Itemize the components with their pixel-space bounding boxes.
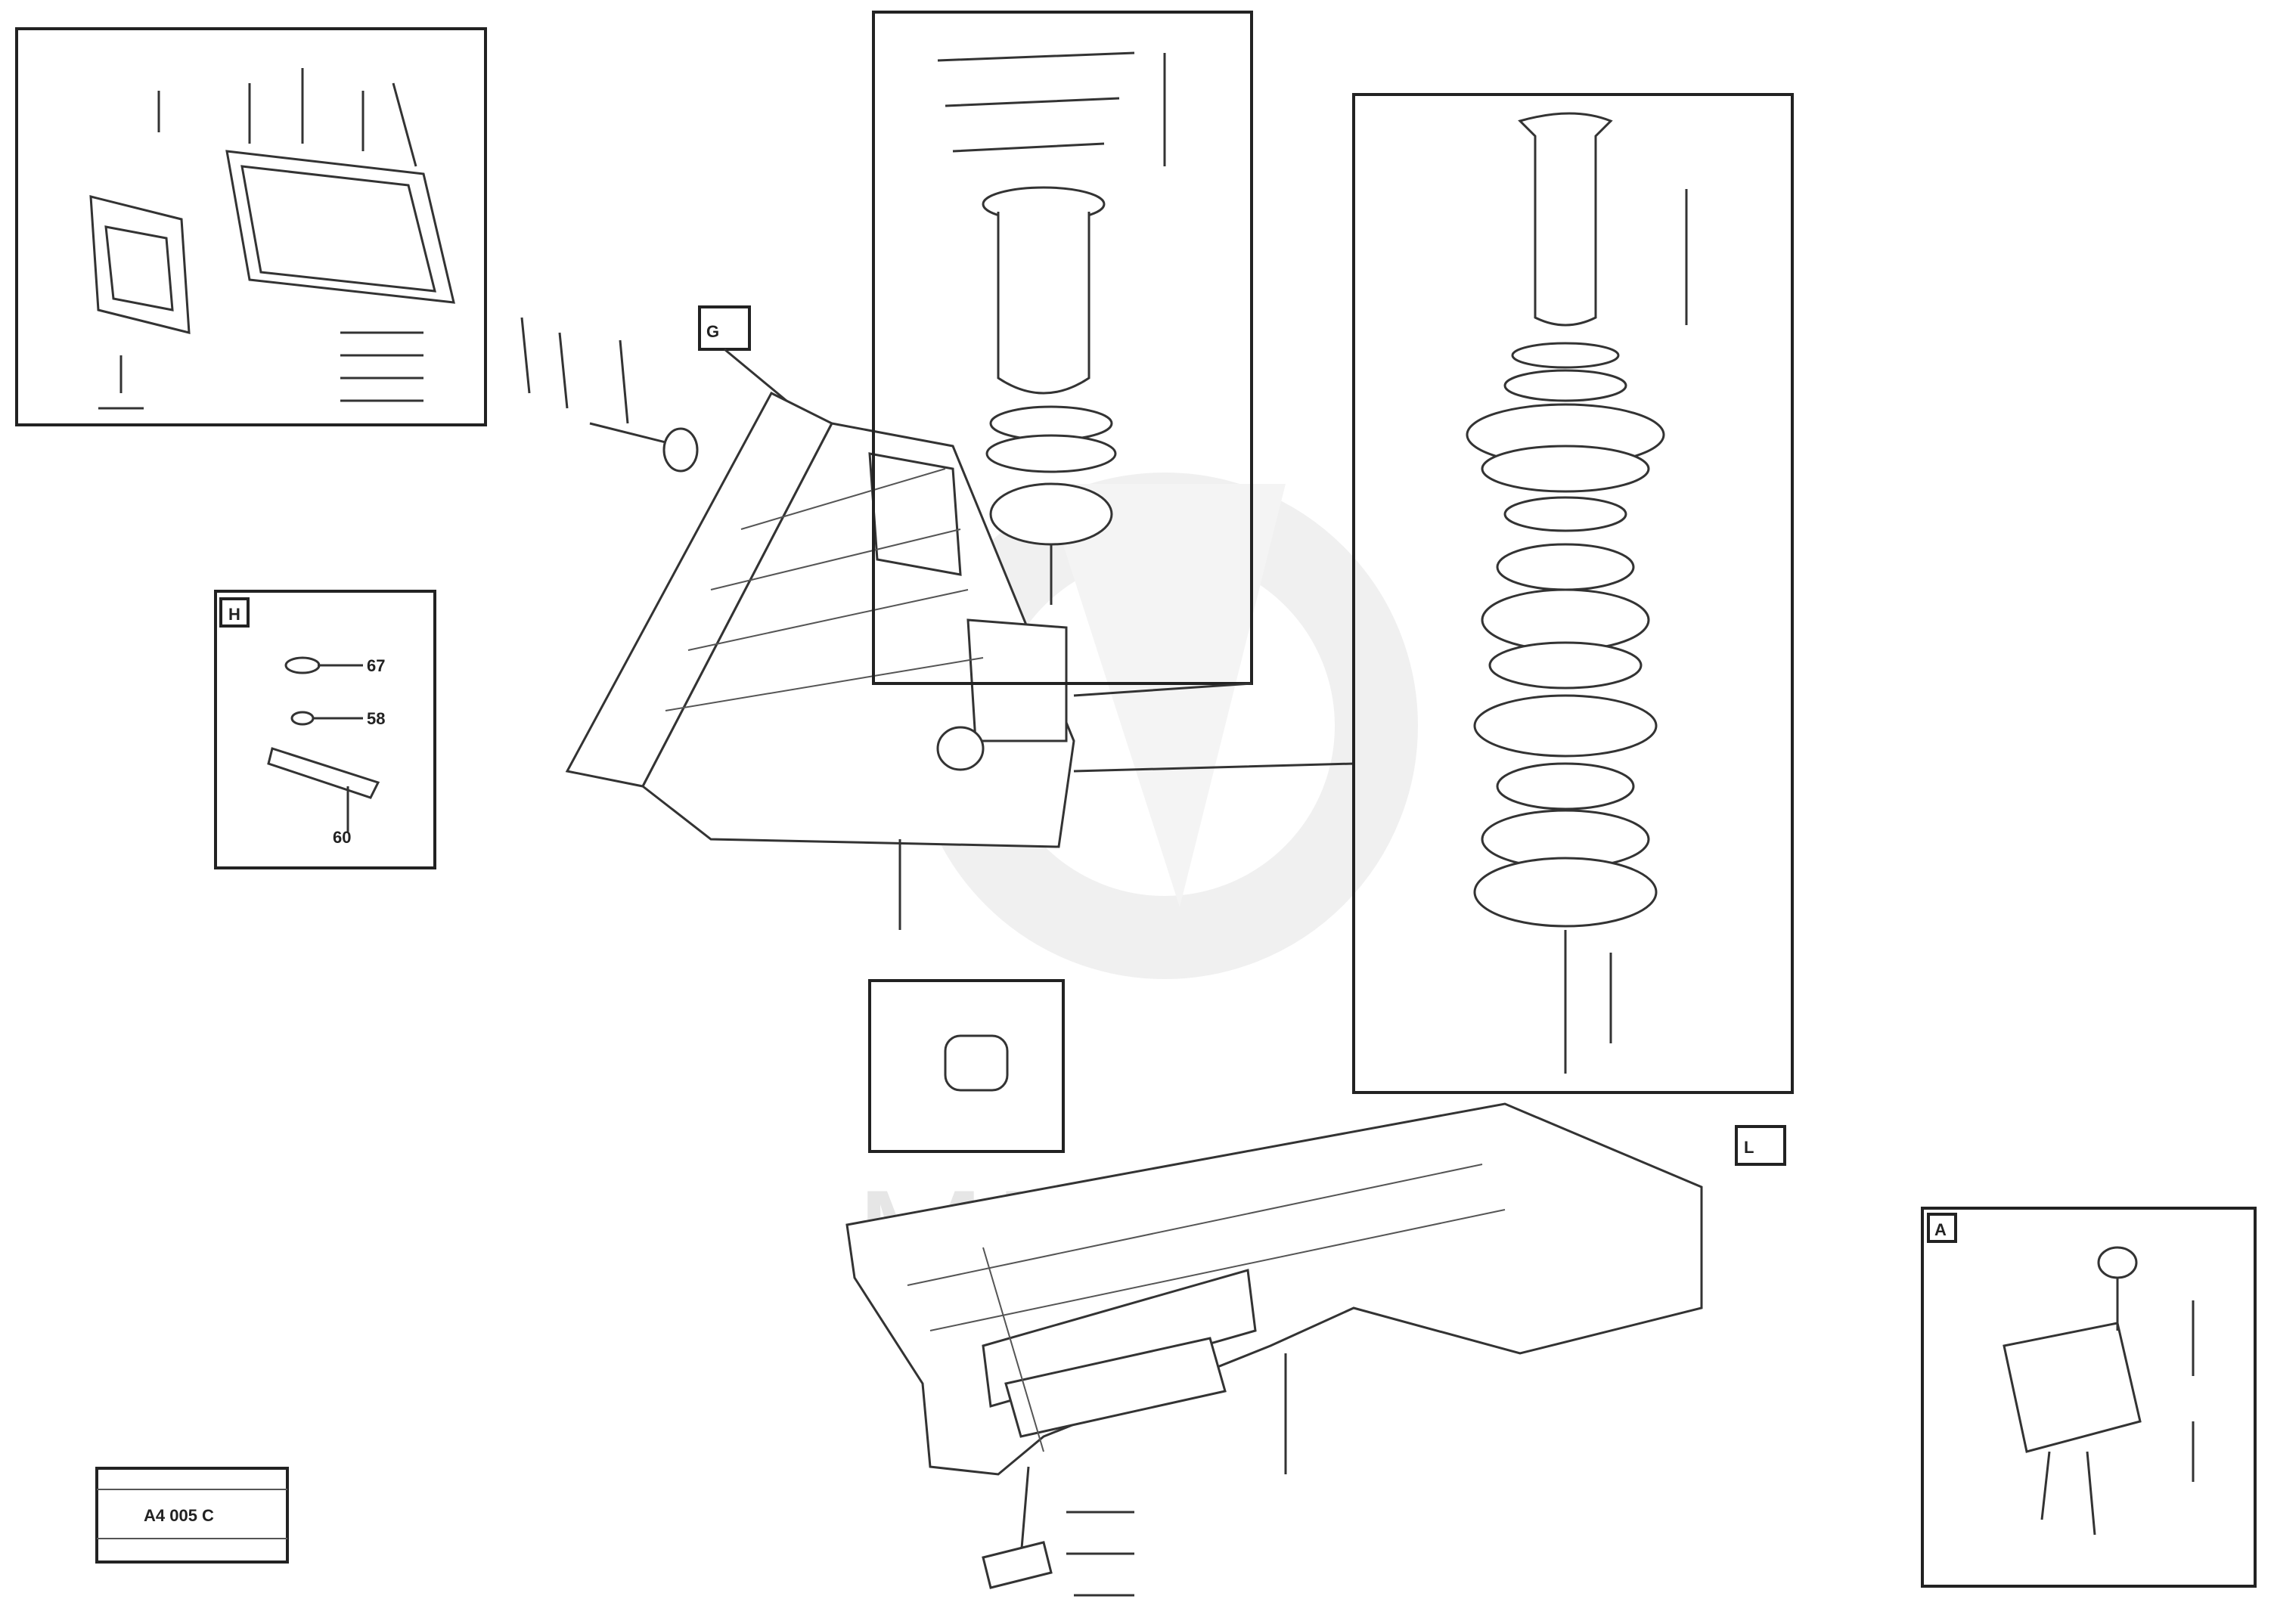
- view-g-tag: G: [706, 322, 719, 341]
- view-m-detail: [868, 979, 1065, 1153]
- view-l-detail: [1352, 93, 1794, 1166]
- view-h-detail: [214, 590, 436, 869]
- drawing-stamp: [95, 1467, 289, 1564]
- lower-frame: [845, 1102, 1703, 1597]
- main-bracket: [565, 305, 1075, 930]
- view-j-detail: [872, 11, 1253, 685]
- view-g-detail: [15, 27, 487, 426]
- stamp-line2: A4 005 C: [144, 1506, 214, 1525]
- view-l-tag: L: [1744, 1138, 1754, 1157]
- label-h1: 67: [367, 656, 385, 675]
- view-h-tag: H: [228, 605, 240, 624]
- bolt-group: [520, 317, 699, 473]
- view-a-detail: [1921, 1207, 2257, 1588]
- label-h2: 58: [367, 709, 385, 728]
- view-a-tag: A: [1934, 1220, 1947, 1239]
- label-h3: 60: [333, 828, 351, 847]
